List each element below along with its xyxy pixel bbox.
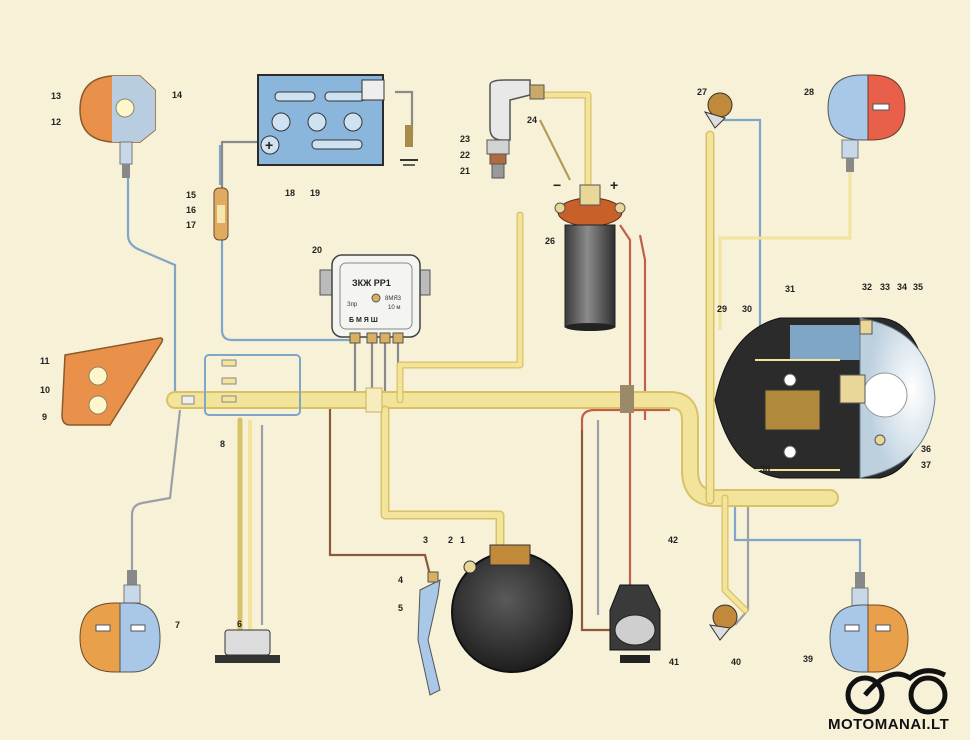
label-39: 39 [803,654,813,664]
label-2: 2 [448,535,453,545]
regulator-brand: ЗКЖ РР1 [352,278,391,288]
label-41: 41 [669,657,679,667]
thin-wires [126,90,862,640]
rear-brake-switch [215,629,280,663]
label-10: 10 [40,385,50,395]
voltage-regulator [319,254,431,338]
label-40: 40 [731,657,741,667]
label-8: 8 [220,439,225,449]
rear-right-indicator [829,572,909,673]
svg-text:+: + [265,137,273,153]
motorcycle-logo [845,668,948,715]
coil-minus: − [553,177,561,193]
rear-left-indicator [79,570,161,673]
front-left-indicator [79,75,156,178]
label-30: 30 [742,304,752,314]
label-19: 19 [310,188,320,198]
switch-27 [703,92,733,129]
label-5: 5 [398,603,403,613]
label-11: 11 [40,356,50,366]
label-23: 23 [460,134,470,144]
regulator-note-2: 8МЯ3 [385,296,402,302]
switch-40 [708,604,738,641]
label-12: 12 [51,117,61,127]
switch-41 [609,584,661,663]
label-37: 37 [921,460,931,470]
watermark-text: MOTOMANAI.LT [828,716,950,733]
label-31: 31 [785,284,795,294]
regulator-note-3: 10 м [388,305,400,311]
label-26: 26 [545,236,555,246]
label-18: 18 [285,188,295,198]
tail-light [61,337,164,426]
label-21: 21 [460,166,470,176]
label-24: 24 [527,115,537,125]
label-15: 15 [186,190,196,200]
harness-connectors [181,354,634,416]
regulator-terminals: Б М Я Ш [349,317,378,324]
headlamp [714,317,936,479]
ignition-coil [554,184,626,331]
label-3: 3 [423,535,428,545]
label-29: 29 [717,304,727,314]
label-7: 7 [175,620,180,630]
regulator-note-1: Зпр [347,302,358,308]
horn [451,544,573,673]
label-27: 27 [697,87,707,97]
front-brake-switch [417,571,441,696]
front-right-indicator [827,74,906,172]
battery: + [257,74,418,166]
main-harness [166,91,839,643]
label-22: 22 [460,150,470,160]
label-6: 6 [237,619,242,629]
label-36: 36 [921,444,931,454]
label-42: 42 [668,535,678,545]
label-16: 16 [186,205,196,215]
label-17: 17 [186,220,196,230]
label-35: 35 [913,282,923,292]
label-9: 9 [42,412,47,422]
label-13: 13 [51,91,61,101]
part-labels: 1 2 3 4 5 6 7 8 9 10 11 12 13 14 15 16 1… [40,87,931,667]
label-1: 1 [460,535,465,545]
label-38: 38 [760,464,770,474]
label-14: 14 [172,90,182,100]
label-32: 32 [862,282,872,292]
label-33: 33 [880,282,890,292]
spark-plug-cap [486,79,545,179]
label-28: 28 [804,87,814,97]
label-20: 20 [312,245,322,255]
coil-plus: + [610,177,618,193]
label-34: 34 [897,282,907,292]
label-4: 4 [398,575,403,585]
fuse-holder [213,187,229,241]
regulator-terminals-block [349,332,404,344]
